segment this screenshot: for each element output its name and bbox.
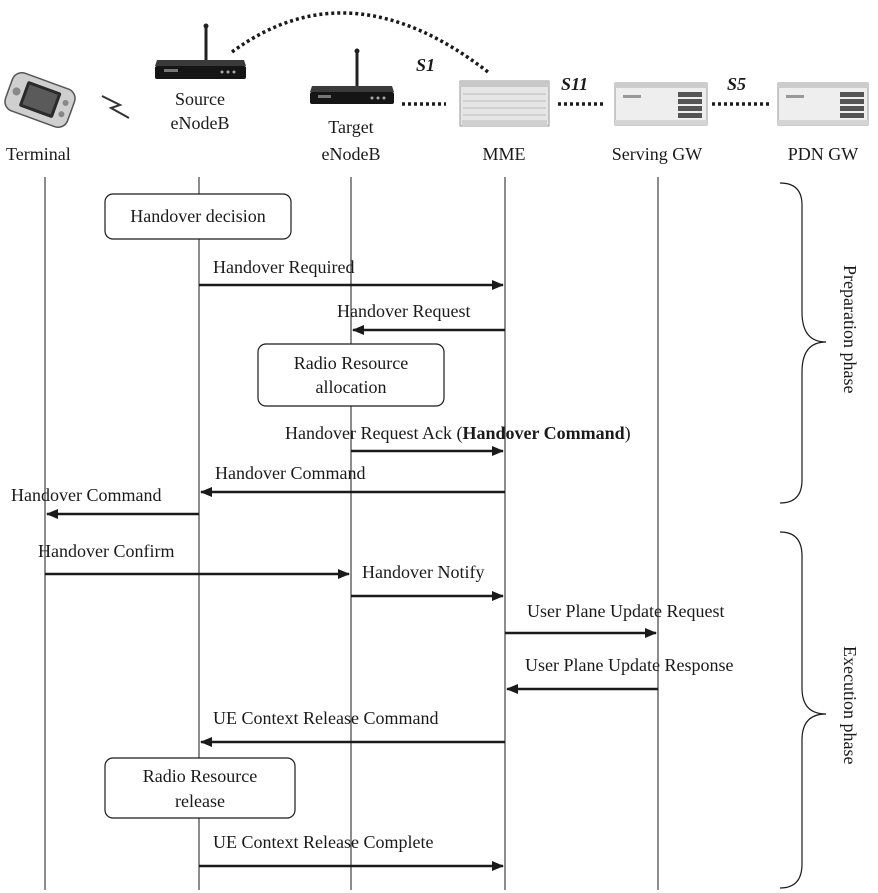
serving-gw-label: Serving GW [612, 144, 702, 164]
terminal-device-icon [4, 71, 76, 129]
ue-context-release-command-label: UE Context Release Command [213, 708, 438, 728]
execution-phase-brace [779, 531, 827, 889]
rr-allocation-text-line2: allocation [316, 377, 387, 397]
s1-label: S1 [416, 55, 435, 75]
source-label-line1: Source [175, 89, 225, 109]
s5-label: S5 [727, 74, 746, 94]
target-label-line1: Target [328, 117, 373, 137]
source-enodeb-router-icon [155, 23, 246, 79]
handover-request-ack-label: Handover Request Ack (Handover Command) [285, 423, 631, 444]
rr-release-text-line2: release [175, 791, 225, 811]
pdn-gw-server-icon [777, 82, 869, 126]
user-plane-update-request-label: User Plane Update Request [527, 601, 724, 621]
handover-decision-text: Handover decision [130, 206, 265, 226]
terminal-label: Terminal [6, 144, 71, 164]
target-label-line2: eNodeB [322, 144, 381, 164]
rr-release-text-line1: Radio Resource [143, 766, 257, 786]
handover-required-label: Handover Required [213, 257, 354, 277]
source-label-line2: eNodeB [171, 113, 230, 133]
s1-source-mme-link [230, 11, 490, 74]
rr-allocation-text-line1: Radio Resource [294, 353, 408, 373]
radio-resource-allocation-box: Radio Resource allocation [257, 343, 445, 407]
mme-label: MME [482, 144, 525, 164]
mme-server-icon [459, 80, 550, 127]
handover-notify-label: Handover Notify [362, 562, 484, 582]
s11-label: S11 [561, 74, 588, 94]
pdn-gw-label: PDN GW [788, 144, 859, 164]
wireless-link-icon [101, 95, 130, 119]
handover-confirm-label: Handover Confirm [38, 541, 174, 561]
radio-resource-release-box: Radio Resource release [104, 757, 296, 819]
handover-command-mme-label: Handover Command [215, 463, 365, 483]
target-enodeb-router-icon [310, 48, 394, 104]
handover-request-label: Handover Request [337, 301, 470, 321]
ue-context-release-complete-label: UE Context Release Complete [213, 832, 433, 852]
handover-decision-box: Handover decision [104, 193, 292, 240]
preparation-phase-label: Preparation phase [840, 265, 860, 393]
execution-phase-label: Execution phase [840, 646, 860, 764]
preparation-phase-brace [779, 182, 827, 504]
user-plane-update-response-label: User Plane Update Response [525, 655, 733, 675]
serving-gw-server-icon [614, 82, 708, 126]
handover-command-terminal-label: Handover Command [11, 485, 161, 505]
